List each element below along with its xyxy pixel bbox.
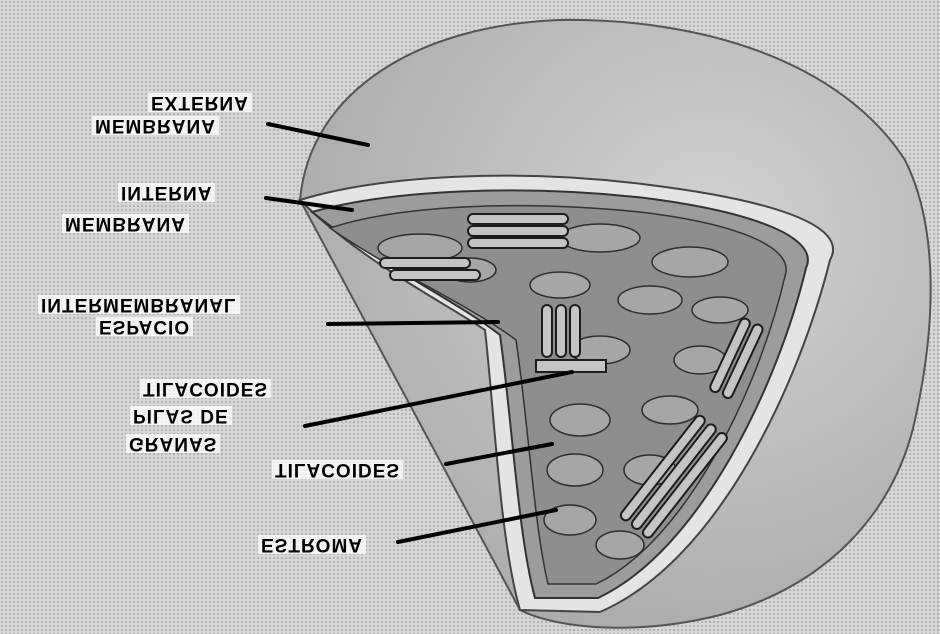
label-inner-membrane-line2: MEMBRANA bbox=[62, 214, 189, 233]
label-stroma: ESTROMA bbox=[258, 535, 366, 554]
leader-intermembrane bbox=[328, 322, 498, 324]
label-outer-membrane-line2: MEMBRANA bbox=[92, 116, 219, 135]
label-thylakoids: TILACOIDES bbox=[272, 460, 403, 479]
label-grana-line3: GRANAS bbox=[126, 434, 220, 453]
label-outer-membrane-line1: EXTERNA bbox=[148, 93, 252, 112]
label-grana-line1: TILACOIDES bbox=[140, 379, 271, 398]
label-intermembrane-line1: INTERMEMBRANAL bbox=[38, 295, 240, 314]
label-grana-line2: PILAS DE bbox=[130, 406, 232, 425]
label-inner-membrane-line1: INTERNA bbox=[118, 183, 215, 202]
label-intermembrane-line2: ESPACIO bbox=[96, 317, 193, 336]
